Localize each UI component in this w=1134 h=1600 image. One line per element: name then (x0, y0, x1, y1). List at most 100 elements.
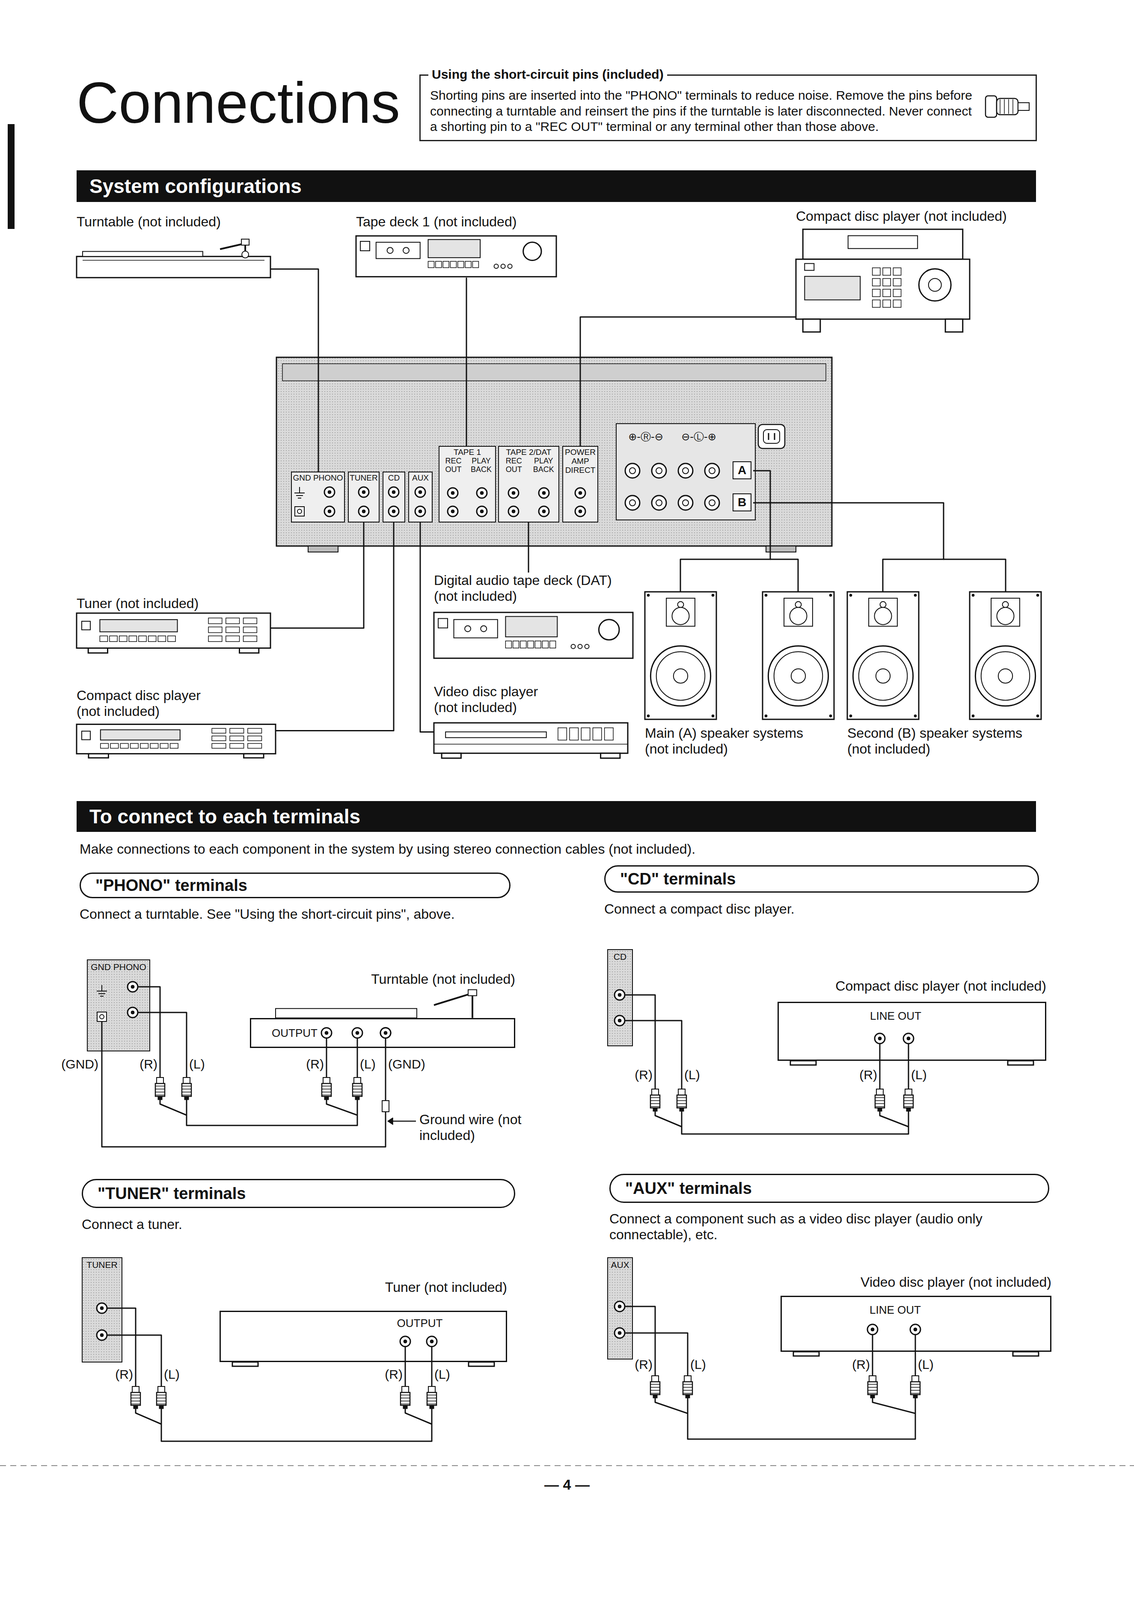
binding-post (651, 463, 667, 478)
device-part (243, 626, 258, 633)
jack (447, 506, 458, 517)
jack (388, 506, 399, 517)
wire (101, 1016, 103, 1052)
plug (903, 1106, 914, 1108)
plug (157, 1096, 163, 1100)
jack (878, 1036, 882, 1041)
plug (867, 1392, 878, 1394)
jack (418, 509, 422, 514)
jack (430, 1339, 434, 1344)
video-disc-player: Video disc player (not included) (433, 683, 628, 760)
picture-area (847, 591, 1042, 720)
device-part (804, 263, 814, 271)
plug (155, 1094, 165, 1096)
jack (906, 1036, 911, 1041)
jack (910, 1324, 921, 1335)
plug (159, 1405, 164, 1409)
device-label: Video disc player (not included) (433, 683, 563, 716)
speaker (914, 593, 917, 597)
plug (875, 1100, 885, 1102)
instruction-text: Connect a component such as a video disc… (609, 1211, 1051, 1243)
ground-symbol (100, 995, 104, 997)
device-part (208, 635, 223, 642)
device-part (208, 617, 223, 624)
device-part (211, 736, 226, 741)
device-part (464, 625, 471, 632)
plug (133, 1405, 138, 1409)
cable (580, 317, 796, 446)
speaker-wire (770, 559, 799, 592)
device-illustration (356, 235, 557, 277)
device-part (241, 239, 250, 246)
speaker (783, 598, 813, 627)
signal-label: (R) (115, 1367, 134, 1383)
speaker (768, 646, 829, 707)
device-part (120, 743, 129, 749)
ground-symbol (96, 990, 107, 992)
terminal-name: GND PHONO (291, 472, 345, 483)
device-part (433, 722, 628, 754)
section-heading: "AUX" terminals (609, 1173, 1050, 1203)
cable (150, 1012, 358, 1126)
plug (400, 1397, 410, 1399)
jack (388, 486, 399, 498)
binding-post (656, 467, 662, 474)
plug (875, 1103, 885, 1105)
jack (324, 486, 335, 498)
plug (156, 1403, 167, 1405)
device-part (247, 743, 262, 749)
device-part (99, 619, 178, 633)
ground-symbol (101, 985, 103, 992)
jack (511, 509, 516, 514)
jack (426, 1336, 437, 1347)
plug (155, 1091, 165, 1093)
device-part (918, 268, 951, 301)
plug (903, 1100, 914, 1102)
device-part (549, 641, 556, 649)
plug (427, 1400, 437, 1402)
device-part (893, 299, 901, 308)
speaker (969, 591, 1042, 720)
device-part (82, 251, 203, 257)
ground-symbol (299, 486, 300, 493)
jack (451, 509, 455, 514)
jack (617, 1331, 622, 1335)
plug (682, 1389, 693, 1391)
speaker (791, 668, 806, 683)
device-part (872, 278, 881, 287)
signal-label: (L) (690, 1357, 707, 1373)
device-part (882, 278, 891, 287)
ground-symbol (297, 497, 302, 499)
cable (122, 1335, 432, 1442)
shorting-pin (1008, 99, 1010, 114)
plug (155, 1083, 165, 1097)
binding-post (678, 463, 693, 478)
device-part (441, 753, 461, 759)
plug (427, 1403, 437, 1405)
terminal-name: POWER AMP DIRECT (563, 446, 598, 475)
jack (355, 1031, 360, 1035)
page-number: — 4 — (544, 1476, 590, 1494)
speaker (1002, 601, 1009, 608)
device-part (592, 727, 602, 741)
picture-area (356, 232, 557, 278)
plug (685, 1394, 690, 1399)
plug (870, 1394, 875, 1399)
plug (903, 1097, 914, 1099)
plug (324, 1096, 329, 1100)
plug (429, 1405, 434, 1409)
terminal-box (498, 445, 560, 523)
device-part (872, 299, 881, 308)
plug (181, 1083, 192, 1097)
jack (617, 1018, 622, 1023)
plug (910, 1389, 921, 1391)
device-part (243, 753, 265, 758)
jack-label: LINE OUT (869, 1303, 921, 1317)
device-part (848, 235, 918, 249)
shorting-pin (996, 98, 1019, 115)
picture-area (433, 718, 628, 760)
plug (905, 1089, 912, 1096)
tonearm (433, 993, 473, 1019)
section-title: "TUNER" terminals (83, 1184, 246, 1203)
